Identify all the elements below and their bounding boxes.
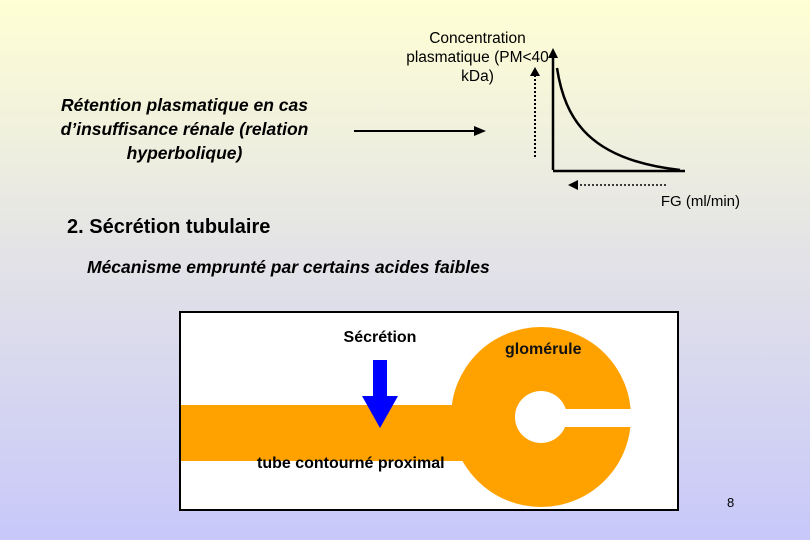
glomerule-label: glomérule (505, 341, 582, 358)
y-axis-solid (548, 48, 558, 170)
tubule-graphic (181, 327, 677, 507)
glomerule-shape (451, 327, 631, 507)
secretion-label: Sécrétion (343, 329, 417, 346)
glomerule-opening (541, 409, 677, 427)
tubule-diagram-box (179, 311, 679, 511)
x-axis-label: FG (ml/min) (660, 193, 740, 210)
mechanism-text: Mécanisme emprunté par certains acides f… (87, 257, 490, 277)
y-axis (530, 67, 540, 157)
y-axis-label: Concentration plasmatique (PM<40 kDa) (406, 30, 549, 85)
retention-text: Rétention plasmatique en cas d’insuffisa… (60, 95, 309, 163)
pointing-arrow (354, 126, 486, 136)
hyperbolic-curve (555, 67, 681, 172)
page-number: 8 (727, 495, 735, 510)
tube-label: tube contourné proximal (257, 455, 445, 472)
secretion-arrow (362, 360, 398, 428)
x-axis-dotted-arrow (568, 180, 666, 190)
tube-body (181, 405, 481, 461)
section-title: 2. Sécrétion tubulaire (67, 216, 271, 238)
